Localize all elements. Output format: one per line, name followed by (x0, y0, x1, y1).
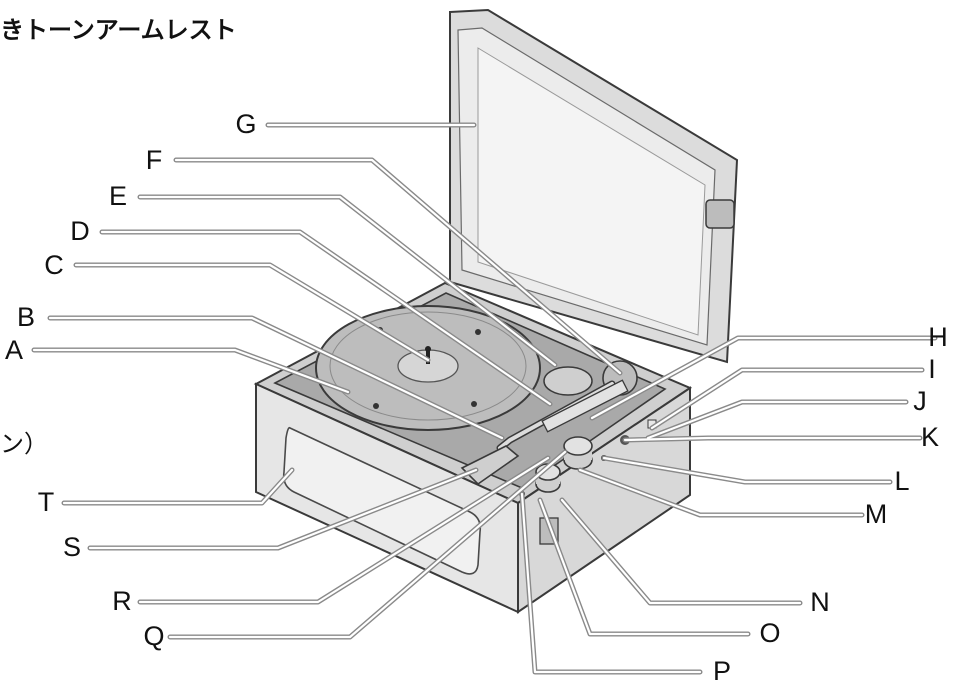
label-f: F (145, 145, 163, 175)
label-r: R (112, 586, 132, 616)
tonearm-assembly (460, 360, 657, 486)
page-heading: きトーンアームレスト (0, 16, 237, 44)
label-d: D (70, 216, 90, 246)
volume-knob (563, 436, 593, 456)
lid (449, 8, 739, 364)
label-k: K (920, 422, 939, 452)
platter (315, 305, 541, 431)
label-q: Q (143, 621, 165, 651)
label-l: L (894, 466, 910, 496)
label-n: N (810, 587, 830, 617)
adapter-45-icon (543, 366, 593, 396)
headshell (460, 445, 520, 486)
label-p: P (712, 656, 731, 686)
label-t: T (37, 487, 55, 517)
label-j: J (913, 386, 927, 416)
label-m: M (864, 499, 888, 529)
label-i: I (928, 354, 936, 384)
leader-lines (31, 122, 938, 675)
label-a: A (4, 335, 23, 365)
label-b: B (16, 302, 35, 332)
label-h: H (928, 322, 948, 352)
label-c: C (44, 250, 64, 280)
side-note-text: ン） (0, 430, 48, 458)
tonearm-rest (541, 379, 629, 433)
label-s: S (62, 532, 81, 562)
lid-latch-icon (705, 199, 735, 229)
label-o: O (759, 618, 781, 648)
label-g: G (235, 109, 257, 139)
label-e: E (108, 181, 127, 211)
